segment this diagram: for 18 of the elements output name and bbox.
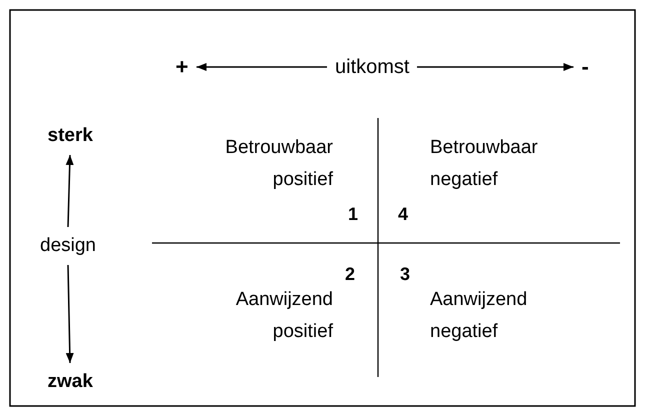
quadrant-label: Aanwijzend positief — [234, 288, 333, 344]
arrow — [66, 264, 74, 364]
axis-end-label: zwak — [48, 371, 93, 393]
arrow — [66, 154, 74, 228]
quadrant-number: 1 — [348, 203, 358, 226]
plus-sign: + — [176, 54, 188, 80]
quadrant-label: Betrouwbaar positief — [224, 136, 333, 192]
axis-label: uitkomst — [335, 56, 410, 78]
axis-label: design — [40, 235, 96, 257]
quadrant-number: 3 — [400, 263, 410, 286]
quadrant-label: Betrouwbaar negatief — [430, 136, 539, 192]
quadrant-label: Aanwijzend negatief — [430, 288, 528, 344]
arrow — [196, 63, 327, 71]
axis-end-label: sterk — [48, 125, 93, 147]
minus-sign: - — [582, 54, 589, 80]
quadrant-number: 2 — [345, 263, 356, 286]
arrow — [417, 63, 574, 71]
quadrant-number: 4 — [398, 203, 408, 226]
